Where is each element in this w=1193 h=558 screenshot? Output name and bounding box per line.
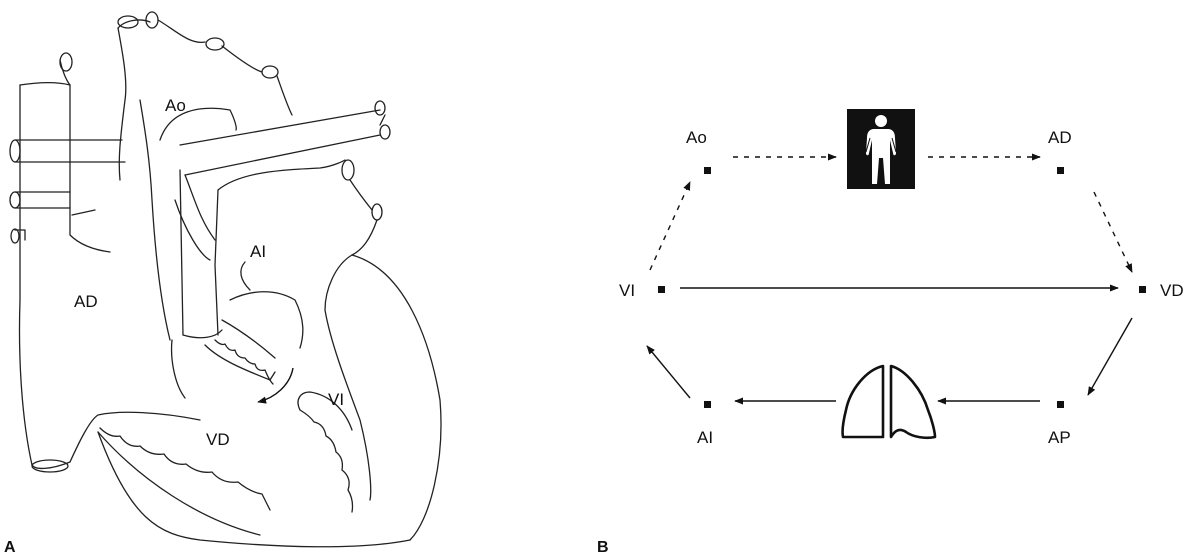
panel-b-letter: B [597,539,609,556]
node-ao [704,167,711,174]
label-node-ai: AI [697,428,713,447]
node-vi [658,286,665,293]
heart-drawing [9,11,442,548]
arrow-vd-to-ap [1087,317,1133,396]
lungs-icon [841,364,937,440]
node-vd [1139,286,1146,293]
label-ai: AI [250,242,266,261]
label-node-ap: AP [1048,428,1071,447]
node-ad [1057,167,1064,174]
person-icon [847,109,915,189]
node-ai [704,401,711,408]
label-vd: VD [206,430,230,449]
label-node-vd: VD [1160,281,1184,300]
label-ao: Ao [165,96,186,115]
panel-a-letter: A [4,539,16,556]
arrow-vi-to-ao [649,181,691,271]
label-node-ao: Ao [686,128,707,147]
label-ad: AD [74,292,98,311]
label-vi: VI [328,390,344,409]
node-ap [1057,401,1064,408]
label-node-vi: VI [619,281,635,300]
label-node-ad: AD [1048,128,1072,147]
arrow-ai-to-vi [646,345,691,399]
arrow-ad-to-vd [1093,191,1133,273]
